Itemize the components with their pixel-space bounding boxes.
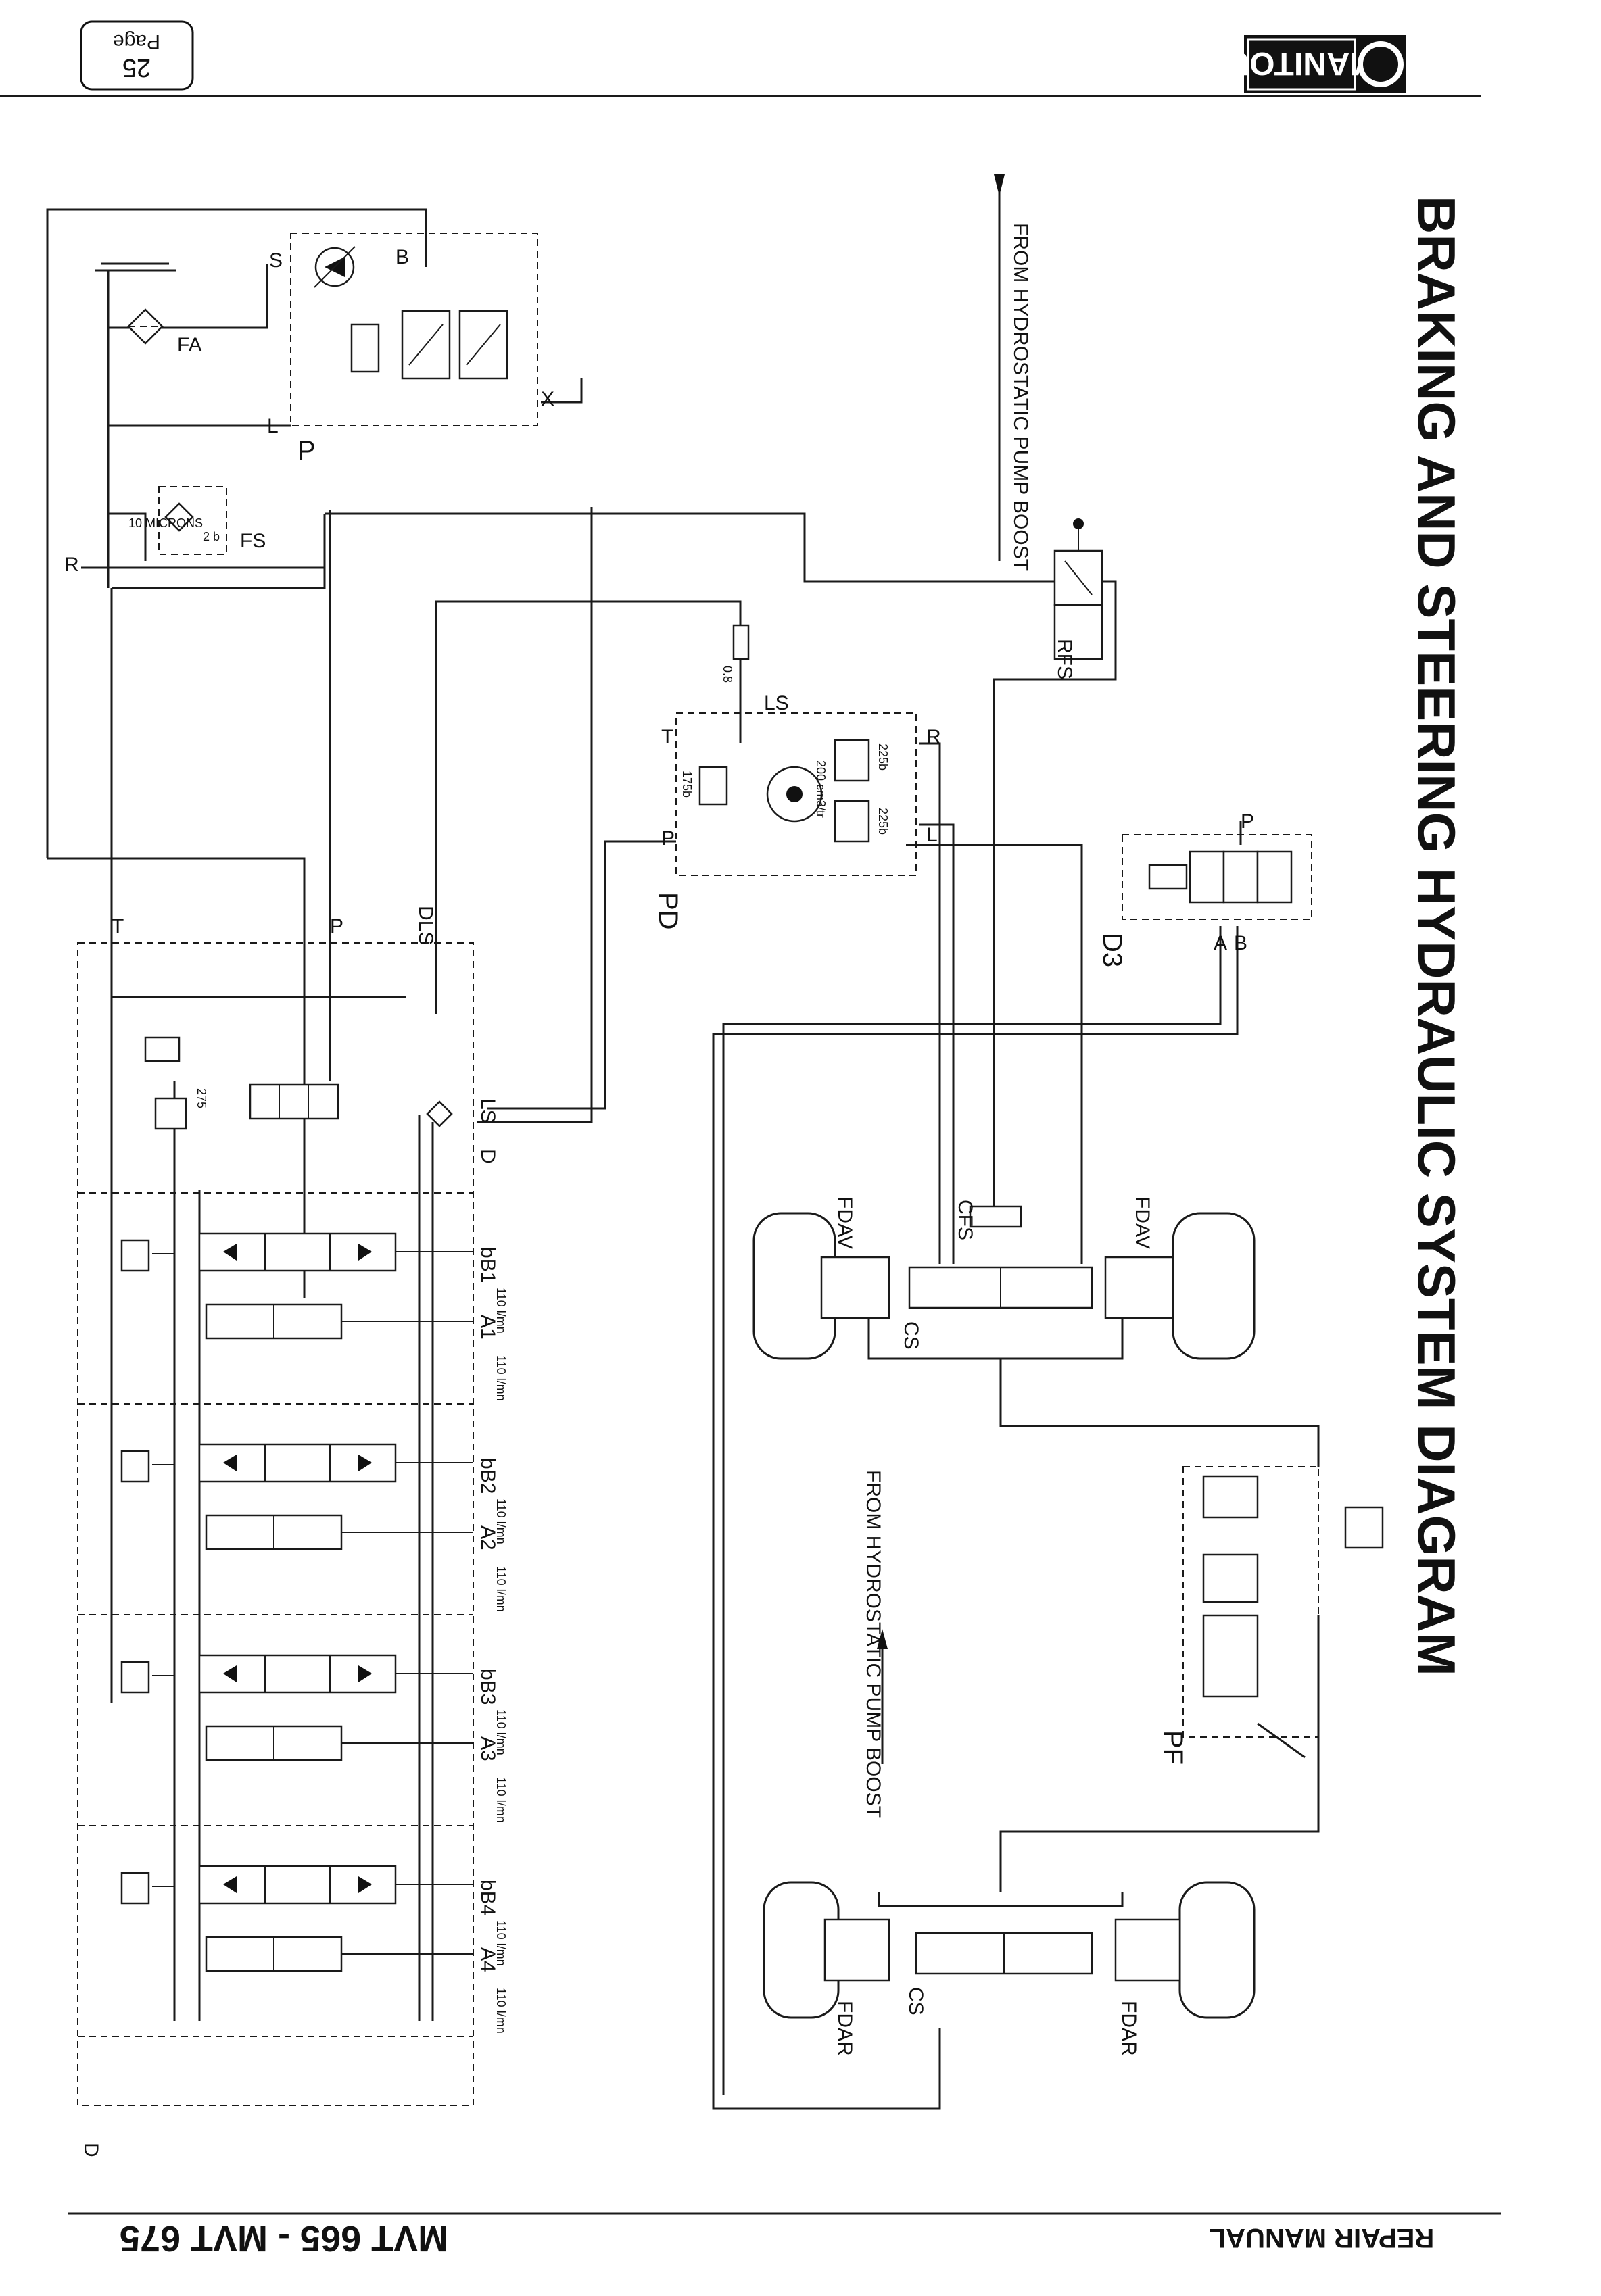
section-port-b: bB2: [477, 1458, 499, 1494]
section-flow-a: 110 l/mn: [494, 1988, 508, 2034]
label-cs-rear: CS: [905, 1987, 927, 2016]
valve-d3: P A B D3: [1097, 810, 1312, 967]
label-fdar-top: FDAR: [834, 2001, 856, 2056]
d3-port-p: P: [1241, 810, 1254, 833]
page-number-box: Page 25: [80, 20, 194, 91]
brand-name: MANITOU: [1226, 45, 1377, 81]
ls-orifice: 0.8: [721, 666, 734, 683]
pump-p: S B L X P: [267, 233, 554, 466]
valve-rfs: RFS: [1053, 518, 1103, 679]
section-port-b: bB1: [477, 1247, 499, 1283]
pd-port-l: L: [926, 824, 938, 846]
port-x: X: [541, 388, 554, 410]
d3-port-b: B: [1234, 932, 1247, 954]
manual-title: REPAIR MANUAL: [1210, 2223, 1435, 2253]
section-flow-a: 110 l/mn: [494, 1566, 508, 1612]
label-fa: FA: [177, 334, 202, 356]
label-d3: D3: [1097, 933, 1127, 967]
label-fdav-top: FDAV: [834, 1196, 856, 1249]
rear-wheel-right: [1178, 1881, 1256, 2019]
port-t: T: [661, 726, 673, 748]
distributor-block: T P DLS LS D D 275: [77, 906, 499, 2157]
pd-relief-right: 225b: [876, 808, 890, 835]
main-relief-pressure: 275: [195, 1088, 208, 1108]
pd-port-r: R: [926, 726, 941, 748]
page-title: BRAKING AND STEERING HYDRAULIC SYSTEM DI…: [1407, 196, 1466, 1676]
label-pd: PD: [653, 892, 683, 930]
pd-displacement: 200 cm3/tr: [814, 760, 828, 818]
port-b: B: [396, 246, 409, 268]
dist-port-d: D: [477, 1149, 499, 1164]
return-filter-fs: 2 b 10 MICRONS FS R: [64, 486, 266, 576]
section-port-a: A1: [477, 1315, 499, 1340]
section-flow-a: 110 l/mn: [494, 1777, 508, 1823]
dist-port-t: T: [112, 915, 124, 937]
cfs-cylinder: [969, 1205, 1022, 1228]
suction-filter-fa: FA: [127, 308, 202, 356]
port-ls: LS: [764, 692, 789, 714]
fs-bypass: 2 b: [203, 530, 220, 543]
pipe-routes: [46, 208, 1320, 2110]
manitou-logo: MANITOU: [1226, 35, 1406, 93]
brake-valve-pf: PF: [1158, 1466, 1384, 1765]
label-pf: PF: [1158, 1730, 1188, 1765]
section-flow-b: 110 l/mn: [494, 1288, 508, 1334]
front-wheel-right: [1172, 1212, 1256, 1360]
port-l: L: [267, 415, 279, 437]
label-fdar-bottom: FDAR: [1118, 2001, 1140, 2056]
dist-port-p: P: [330, 915, 343, 937]
d3-port-a: A: [1214, 932, 1227, 954]
pump-boost-bottom: FROM HYDROSTATIC PUMP BOOST: [862, 1470, 888, 1818]
pump-boost-top-label: FROM HYDROSTATIC PUMP BOOST: [1009, 223, 1032, 571]
section-port-b: bB4: [477, 1880, 499, 1915]
port-s: S: [269, 249, 283, 272]
page-number: 25: [122, 53, 151, 82]
label-rfs: RFS: [1053, 639, 1076, 679]
label-fs: FS: [240, 530, 266, 552]
steering-unit-pd: LS T P R L 225b 225b 175b 200 cm3/tr 0.8…: [653, 624, 941, 930]
dist-port-ls: LS: [477, 1098, 499, 1123]
port-r: R: [64, 554, 79, 576]
section-port-b: bB3: [477, 1669, 499, 1705]
pump-boost-bottom-label: FROM HYDROSTATIC PUMP BOOST: [862, 1470, 884, 1818]
pd-port-p: P: [661, 827, 675, 850]
section-flow-b: 110 l/mn: [494, 1709, 508, 1755]
relief-valve: [120, 1450, 150, 1483]
section-port-a: A4: [477, 1947, 499, 1972]
section-port-a: A3: [477, 1736, 499, 1761]
relief-valve: [120, 1239, 150, 1272]
section-flow-b: 110 l/mn: [494, 1498, 508, 1544]
label-cs-front: CS: [900, 1321, 922, 1350]
relief-valve: [120, 1661, 150, 1694]
relief-valve: [120, 1872, 150, 1905]
section-port-a: A2: [477, 1525, 499, 1550]
label-cfs: CFS: [954, 1200, 976, 1240]
pump-boost-top: FROM HYDROSTATIC PUMP BOOST: [994, 174, 1032, 571]
dist-port-dls: DLS: [414, 906, 437, 945]
rear-axle: FDAR FDAR CS: [763, 1881, 1256, 2056]
pd-relief-left: 225b: [876, 743, 890, 771]
front-axle: FDAV FDAV CFS CS: [752, 1196, 1256, 1360]
section-flow-a: 110 l/mn: [494, 1355, 508, 1401]
corner-label-d: D: [80, 2143, 102, 2157]
section-flow-b: 110 l/mn: [494, 1920, 508, 1966]
model-numbers: MVT 665 - MVT 675: [120, 2218, 448, 2259]
fs-filter-rating: 10 MICRONS: [128, 516, 203, 530]
pd-relief-main: 175b: [680, 771, 694, 798]
label-p: P: [297, 436, 316, 466]
label-fdav-bottom: FDAV: [1131, 1196, 1153, 1249]
page-label: Page: [113, 30, 160, 53]
